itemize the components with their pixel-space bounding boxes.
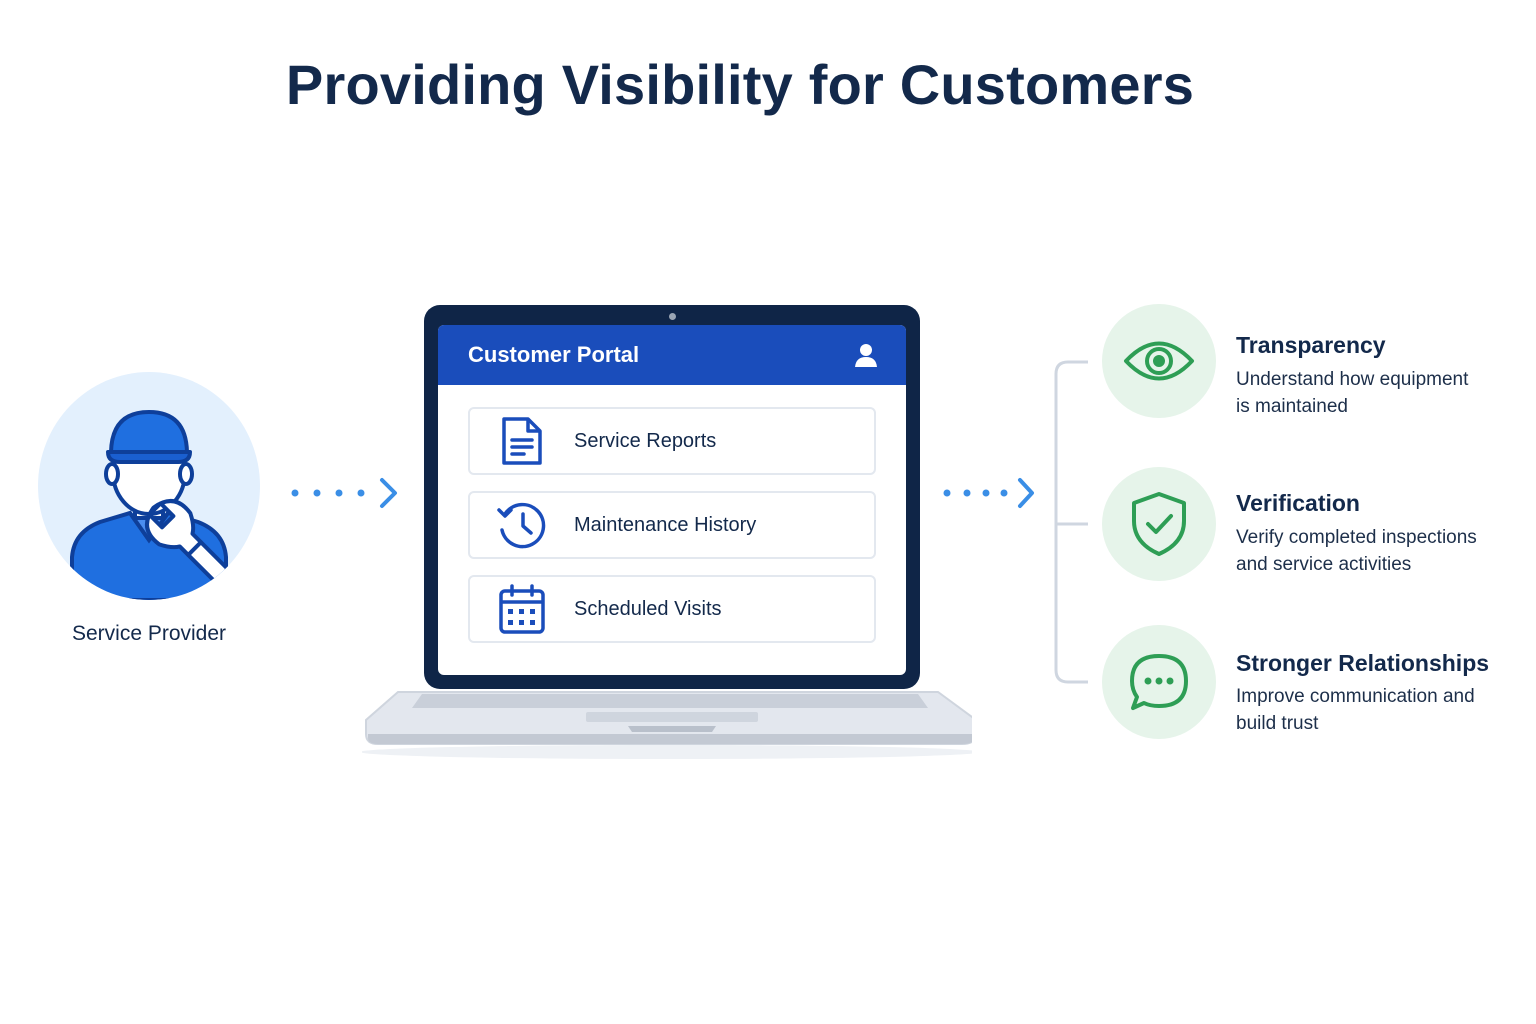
benefit-title: Verification xyxy=(1236,490,1360,516)
document-icon xyxy=(502,417,542,465)
portal-header: Customer Portal xyxy=(438,325,906,385)
portal-title: Customer Portal xyxy=(468,342,640,367)
benefit-title: Stronger Relationships xyxy=(1236,650,1490,676)
eye-icon xyxy=(1124,341,1194,381)
portal-menu: Service Reports Maintenance History xyxy=(438,385,906,643)
portal-item-label: Maintenance History xyxy=(574,513,757,536)
benefit-description: Understand how equipment is maintained xyxy=(1236,369,1469,417)
page-title: Providing Visibility for Customers xyxy=(285,53,1195,116)
portal-item-service-reports[interactable]: Service Reports xyxy=(468,407,876,475)
technician-with-wrench-icon xyxy=(70,410,241,600)
transparency-badge xyxy=(1102,304,1216,418)
laptop-base xyxy=(362,691,972,759)
history-clock-icon xyxy=(497,502,546,549)
shield-check-icon xyxy=(1132,492,1186,556)
laptop-camera xyxy=(669,313,676,320)
user-icon[interactable] xyxy=(854,342,878,368)
flow-arrow-to-portal xyxy=(291,478,397,508)
portal-item-maintenance-history[interactable]: Maintenance History xyxy=(468,491,876,559)
benefit-description: Improve communication and build trust xyxy=(1236,686,1475,734)
service-provider-label: Service Provider xyxy=(71,622,227,645)
portal-item-scheduled-visits[interactable]: Scheduled Visits xyxy=(468,575,876,643)
flow-arrow-to-benefits xyxy=(943,478,1034,508)
benefit-description: Verify completed inspections and service… xyxy=(1236,527,1477,575)
benefits-bracket xyxy=(1054,360,1088,684)
verification-badge xyxy=(1102,467,1216,581)
laptop-screen: Customer Portal xyxy=(424,305,920,689)
benefit-title: Transparency xyxy=(1236,332,1386,358)
portal-item-label: Service Reports xyxy=(574,429,717,452)
customer-portal-window: Customer Portal xyxy=(438,325,906,675)
service-provider-avatar xyxy=(38,372,260,600)
portal-item-label: Scheduled Visits xyxy=(574,597,722,620)
calendar-icon xyxy=(499,584,545,634)
chat-bubble-icon xyxy=(1130,654,1188,710)
relationships-badge xyxy=(1102,625,1216,739)
